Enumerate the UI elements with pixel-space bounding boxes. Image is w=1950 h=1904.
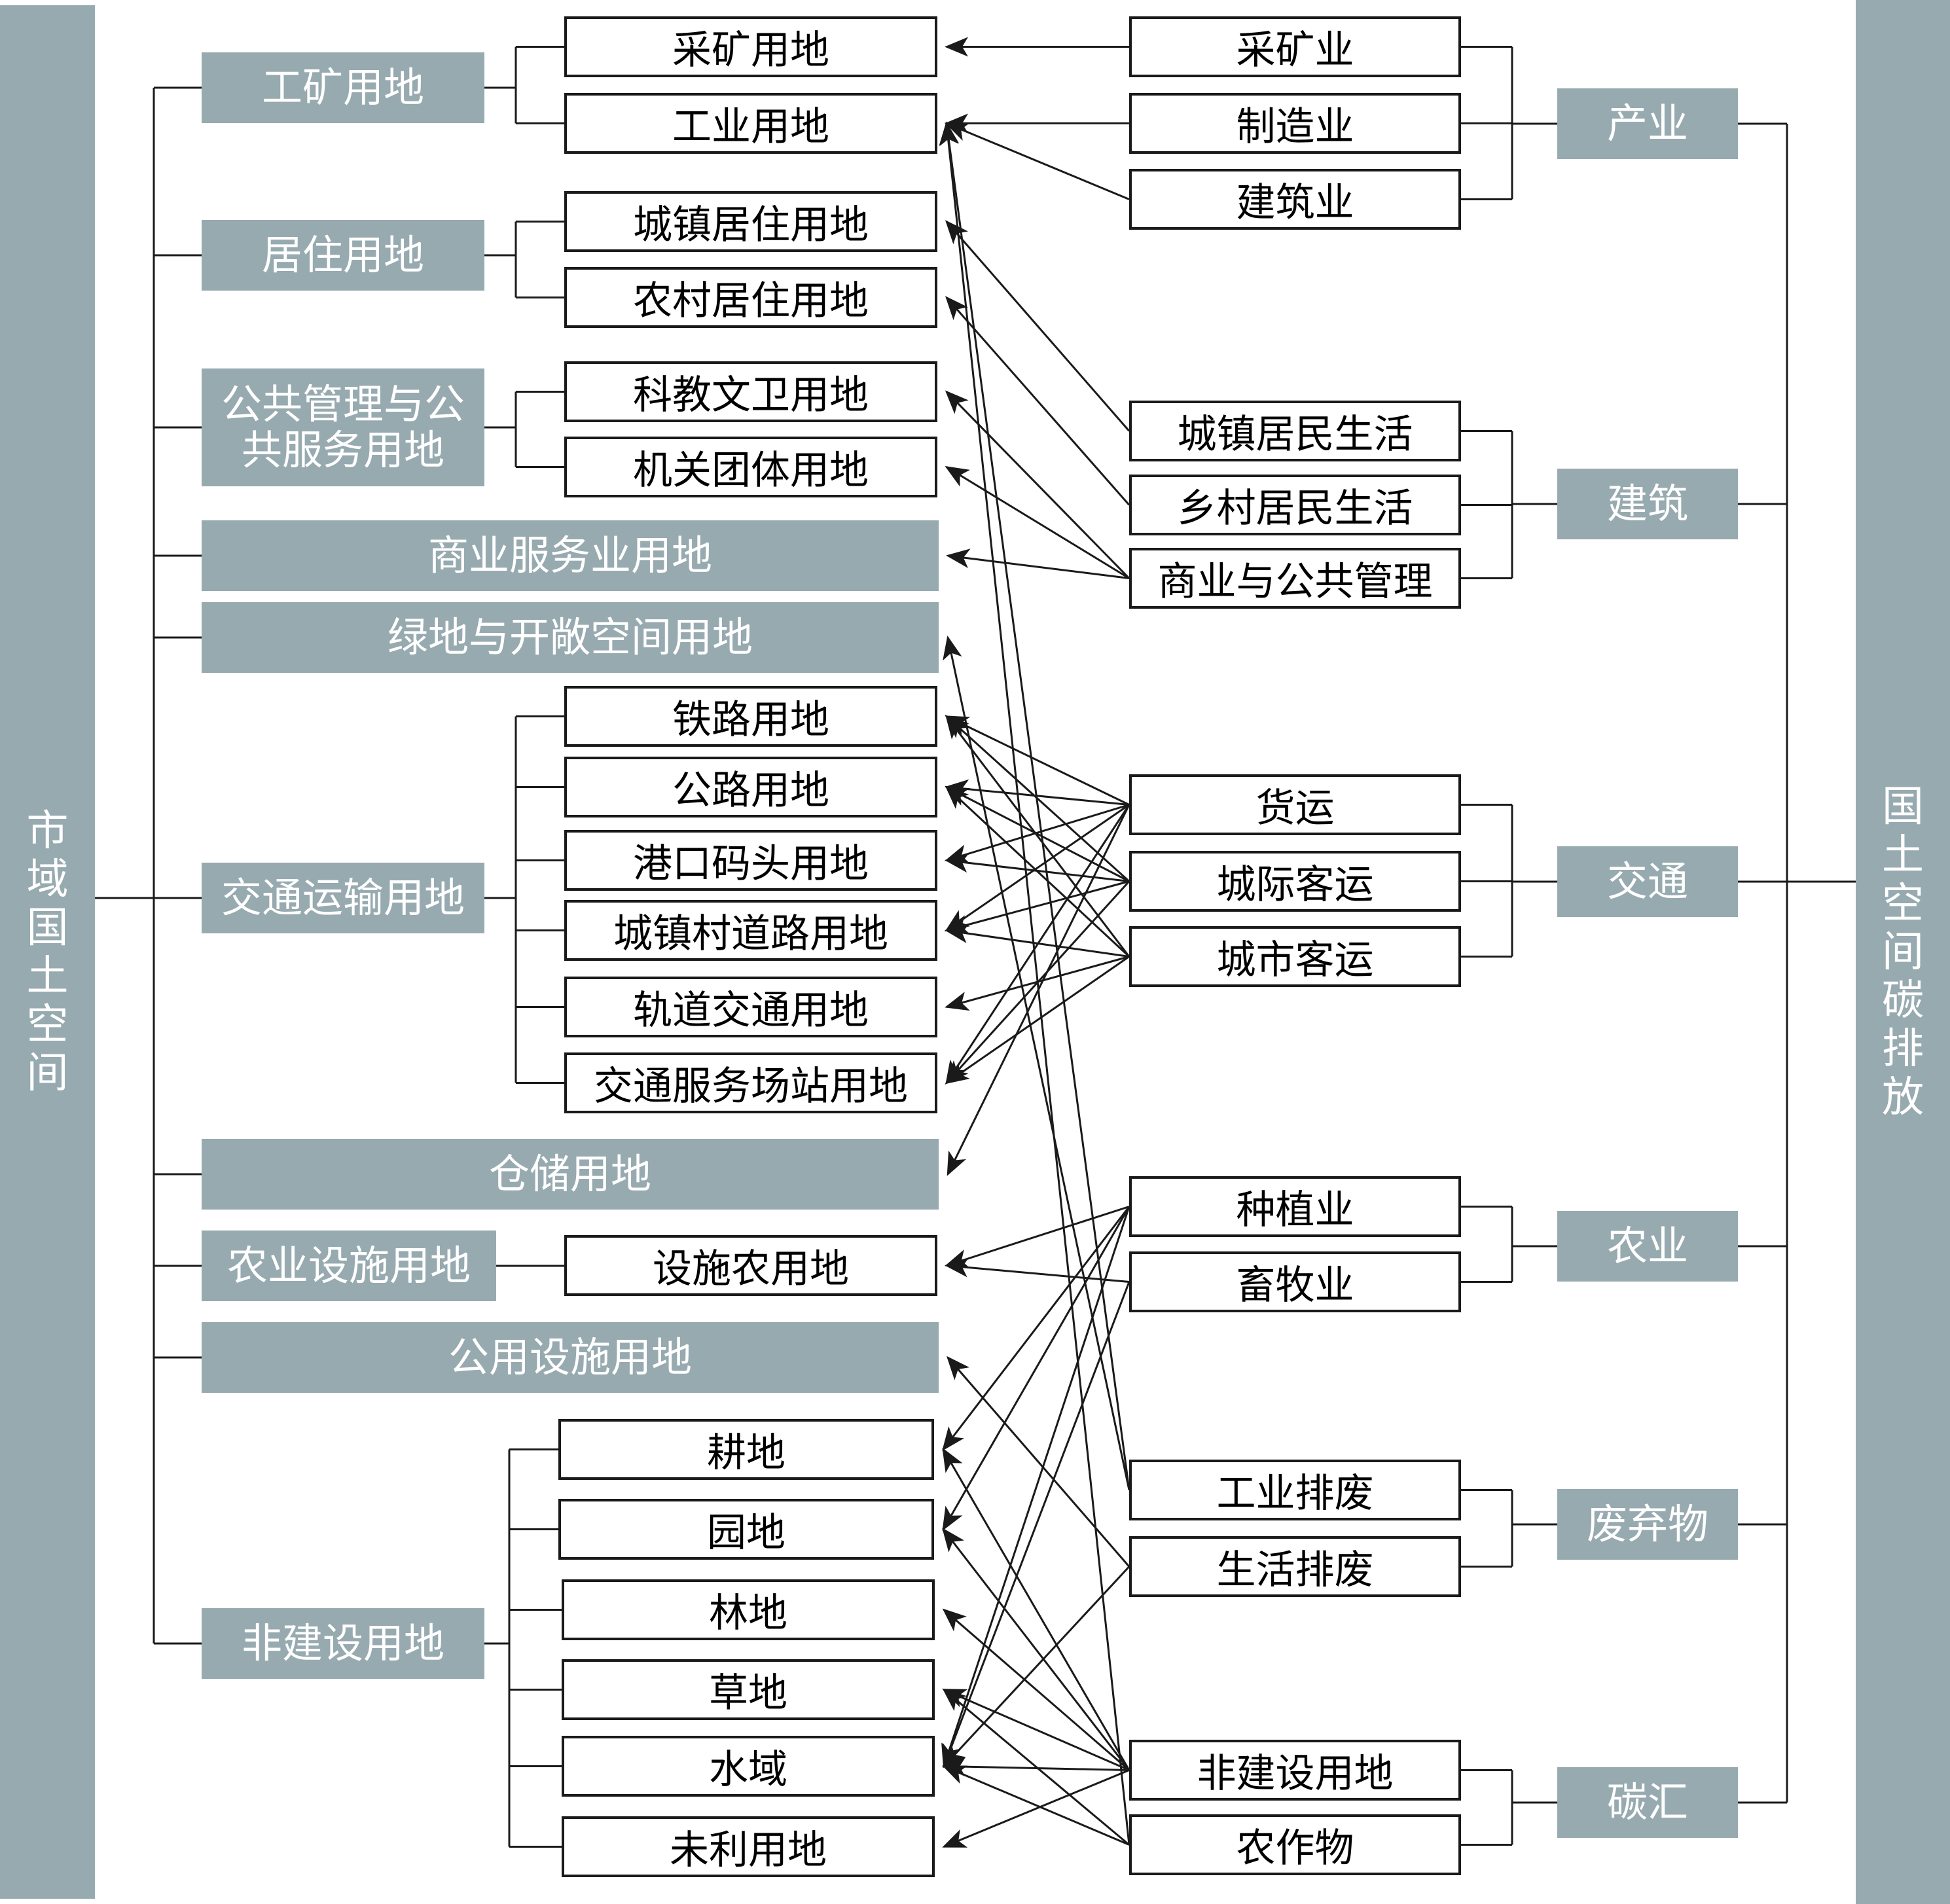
land-subtype-czjz: 城镇居住用地 <box>564 191 937 252</box>
land-category-jt: 交通运输用地 <box>202 863 484 933</box>
right-root-bar: 国土空间碳排放 <box>1856 0 1950 1904</box>
arrow-gypf-to-gyd <box>939 121 1130 1490</box>
land-subtype-ssny: 设施农用地 <box>564 1235 937 1296</box>
emission-source-jzy: 建筑业 <box>1129 169 1461 230</box>
arrow-zzhy-to-sw <box>941 1206 1130 1769</box>
left-root-label: 市域国土空间 <box>26 806 69 1098</box>
arrow-connectors <box>939 37 1130 1848</box>
land-category-fj: 非建设用地 <box>202 1608 484 1679</box>
emission-source-fjsyd: 非建设用地 <box>1129 1740 1461 1801</box>
arrow-hy-to-czcdl <box>945 804 1130 932</box>
land-subtype-czcdl: 城镇村道路用地 <box>564 900 937 961</box>
arrow-xmy-to-sw <box>942 1281 1130 1769</box>
land-subtype-jgtt: 机关团体用地 <box>564 437 937 497</box>
land-category-sy: 商业服务业用地 <box>202 520 939 591</box>
land-subtype-jtfw: 交通服务场站用地 <box>564 1052 937 1113</box>
emission-source-zzhy: 种植业 <box>1129 1176 1461 1237</box>
arrow-nzw-to-sw <box>942 1765 1130 1846</box>
arrow-syggl-to-kjww <box>945 390 1130 579</box>
arrow-nzw-to-cd <box>942 1688 1130 1846</box>
emission-source-shpf: 生活排废 <box>1129 1536 1461 1597</box>
arrow-csky-to-jtfw <box>945 956 1130 1085</box>
arrow-shpf-to-gy <box>947 1356 1130 1568</box>
land-category-jz: 居住用地 <box>202 220 484 291</box>
arrow-csky-to-gl <box>945 785 1130 958</box>
arrow-zzhy-to-gd <box>942 1206 1130 1451</box>
land-subtype-yd: 园地 <box>558 1499 934 1560</box>
land-subtype-wly: 未利用地 <box>562 1816 935 1877</box>
emission-source-hy: 货运 <box>1129 774 1461 835</box>
arrow-xmy-to-ssny <box>945 1257 1130 1283</box>
land-subtype-ck: 采矿用地 <box>564 16 937 77</box>
land-subtype-tl: 铁路用地 <box>564 686 937 747</box>
emission-source-zzy: 制造业 <box>1129 93 1461 154</box>
land-subtype-gdjt: 轨道交通用地 <box>564 977 937 1037</box>
left-root-bar: 市域国土空间 <box>0 5 95 1899</box>
emission-source-gypf: 工业排废 <box>1129 1460 1461 1520</box>
emission-sector-nys: 农业 <box>1557 1211 1738 1282</box>
land-subtype-ncjz: 农村居住用地 <box>564 267 937 328</box>
arrow-fjsyd-to-cd <box>942 1689 1130 1771</box>
emission-sector-th: 碳汇 <box>1557 1767 1738 1838</box>
arrow-jzy-to-gyd <box>945 122 1130 200</box>
land-subtype-sw: 水域 <box>562 1736 935 1797</box>
arrow-zzhy-to-yd <box>942 1206 1130 1532</box>
tree-connectors <box>95 46 1856 1848</box>
arrow-fjsyd-to-gd <box>942 1447 1130 1771</box>
arrow-nzw-to-gyd <box>939 121 1130 1845</box>
emission-sector-jts: 交通 <box>1557 846 1738 917</box>
arrow-fjsyd-to-yd <box>942 1528 1130 1771</box>
emission-sector-fqw: 废弃物 <box>1557 1489 1738 1560</box>
emission-source-cjky: 城际客运 <box>1129 851 1461 912</box>
land-subtype-gl: 公路用地 <box>564 757 937 817</box>
arrow-zzhy-to-ssny <box>945 1206 1130 1268</box>
emission-source-cky: 采矿业 <box>1129 16 1461 77</box>
emission-sector-jzs: 建筑 <box>1557 469 1738 539</box>
arrow-cjky-to-czcdl <box>945 880 1130 935</box>
arrow-syggl-to-jgtt <box>945 465 1130 579</box>
arrow-syggl-to-sy <box>946 548 1130 579</box>
land-category-ny: 农业设施用地 <box>202 1230 496 1301</box>
arrow-cjky-to-tl <box>945 715 1130 882</box>
land-category-gg: 公共管理与公 共服务用地 <box>202 368 484 486</box>
arrow-gypf-to-ld <box>943 636 1130 1490</box>
land-category-gy: 公用设施用地 <box>202 1322 939 1393</box>
land-subtype-gd: 耕地 <box>558 1419 934 1480</box>
arrow-xcjm-to-ncjz <box>945 296 1130 506</box>
emission-sector-cy: 产业 <box>1557 88 1738 159</box>
land-category-gk: 工矿用地 <box>202 52 484 123</box>
arrow-cjky-to-gl <box>945 786 1130 882</box>
emission-source-syggl: 商业与公共管理 <box>1129 548 1461 609</box>
land-category-cc: 仓储用地 <box>202 1139 939 1210</box>
land-subtype-gkmt: 港口码头用地 <box>564 830 937 891</box>
arrow-czjm-to-czjz <box>945 220 1130 432</box>
arrow-csky-to-czcdl <box>945 924 1130 958</box>
arrow-hy-to-tl <box>945 715 1130 806</box>
arrow-hy-to-gkmt <box>945 804 1130 864</box>
emission-source-xmy: 畜牧业 <box>1129 1251 1461 1312</box>
right-root-label: 国土空间碳排放 <box>1882 782 1924 1122</box>
emission-source-xcjm: 乡村居民生活 <box>1129 475 1461 535</box>
arrow-csky-to-tl <box>945 715 1130 958</box>
land-subtype-kjww: 科教文卫用地 <box>564 361 937 422</box>
arrow-shpf-to-sw <box>942 1566 1130 1768</box>
land-category-ld: 绿地与开敞空间用地 <box>202 602 939 673</box>
emission-source-nzw: 农作物 <box>1129 1814 1461 1875</box>
arrow-fjsyd-to-lind <box>942 1608 1130 1771</box>
emission-source-csky: 城市客运 <box>1129 926 1461 987</box>
land-subtype-gyd: 工业用地 <box>564 93 937 154</box>
emission-source-czjm: 城镇居民生活 <box>1129 401 1461 461</box>
land-subtype-lind: 林地 <box>562 1579 935 1640</box>
land-subtype-cd: 草地 <box>562 1659 935 1720</box>
arrow-hy-to-gl <box>945 779 1130 806</box>
arrow-fjsyd-to-wly <box>942 1769 1130 1848</box>
